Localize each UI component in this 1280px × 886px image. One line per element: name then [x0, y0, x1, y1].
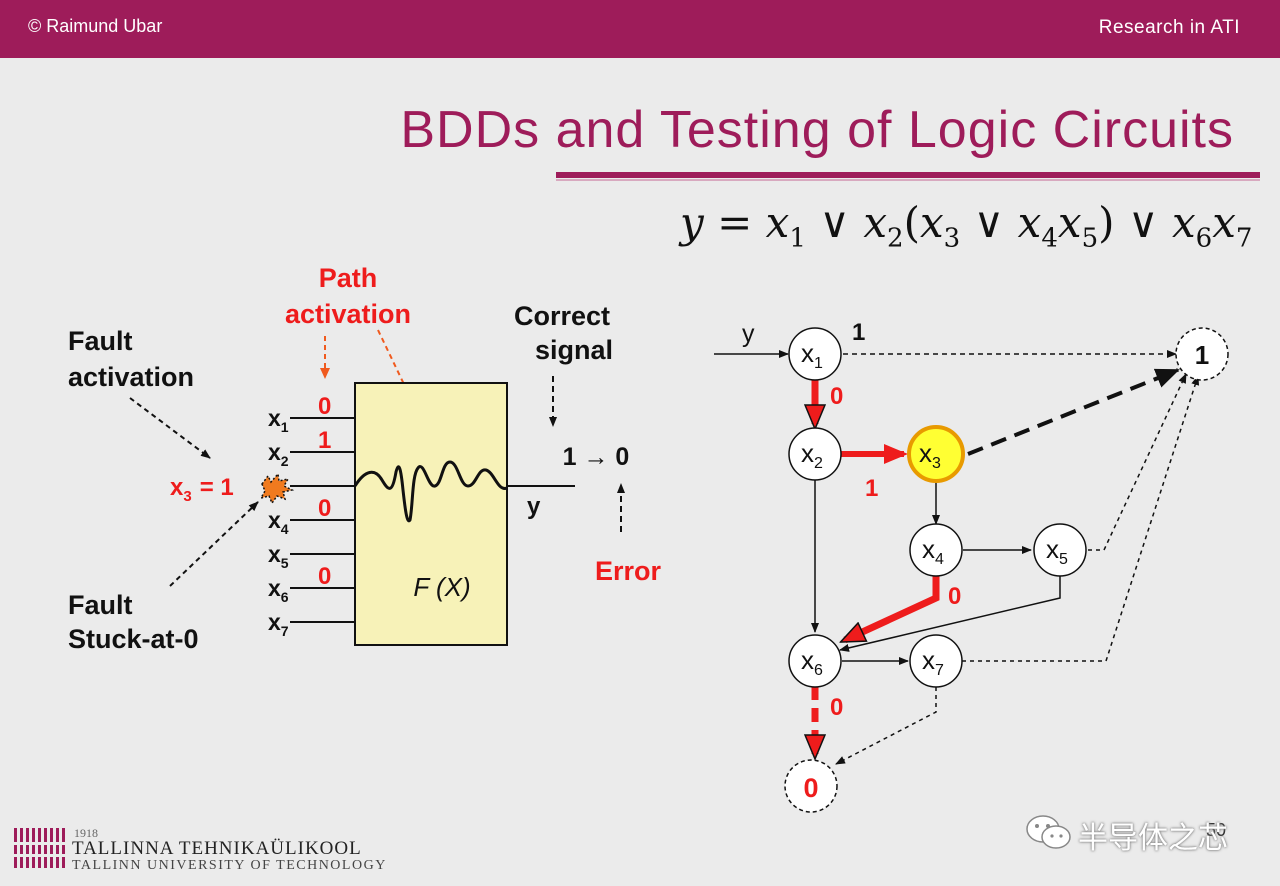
bdd-terminal-zero: 0: [784, 759, 838, 813]
university-name: TALLINNA TEHNIKAÜLIKOOL: [72, 838, 362, 859]
edge-x7-to-0: [835, 687, 937, 765]
function-block-label: F (X): [413, 572, 470, 602]
title-underline-light: [556, 179, 1260, 181]
input-value-x1: 0: [318, 393, 331, 420]
edge-label-x4-zero: 0: [948, 583, 961, 610]
boolean-formula: y = x1 ∨ x2(x3 ∨ x4x5) ∨ x6x7: [680, 198, 1253, 254]
path-activation-label-1: Path: [319, 263, 378, 293]
svg-text:x5: x5: [1046, 534, 1068, 568]
author-text: © Raimund Ubar: [28, 16, 163, 36]
university-name-en: TALLINN UNIVERSITY OF TECHNOLOGY: [72, 858, 387, 873]
input-label-x2: x2: [268, 439, 289, 469]
fault-activation-label-2: activation: [68, 362, 194, 392]
bdd-node-x3: x3: [907, 425, 965, 483]
path-x4-to-x6: [845, 576, 940, 644]
header-right-text: Research in ATI: [1098, 17, 1240, 38]
bdd-graph: y 1 0 1 0 0 x1 x2: [714, 319, 1229, 813]
fault-stuck-label-2: Stuck-at-0: [68, 624, 199, 654]
bdd-node-x5: x5: [1033, 523, 1087, 577]
bdd-node-x7: x7: [909, 634, 963, 688]
input-label-x6: x6: [268, 575, 289, 605]
svg-text:x3: x3: [919, 438, 941, 472]
correct-signal-label-2: signal: [535, 335, 613, 365]
bdd-node-x4: x4: [909, 523, 963, 577]
correct-signal-label-1: Correct: [514, 301, 610, 331]
input-label-x4: x4: [268, 507, 289, 537]
fault-input-label: x3= 1: [170, 474, 234, 505]
header-bar: [0, 0, 1280, 58]
edge-label-x1-zero: 0: [830, 383, 843, 410]
bdd-node-x1: x1: [788, 327, 842, 381]
input-label-x1: x1: [268, 405, 289, 435]
input-value-x2: 1: [318, 427, 331, 454]
edge-x7-to-1: [962, 375, 1200, 662]
title-underline: [556, 172, 1260, 178]
edge-label-x6-zero: 0: [830, 694, 843, 721]
slide-title: BDDs and Testing of Logic Circuits: [400, 101, 1234, 159]
edge-label-x1-one: 1: [852, 319, 865, 346]
svg-text:x6: x6: [801, 645, 823, 679]
edge-x5-to-1: [1088, 373, 1187, 551]
bdd-node-x6: x6: [788, 634, 842, 688]
svg-text:x7: x7: [922, 645, 944, 679]
input-label-x5: x5: [268, 541, 289, 571]
output-label: y: [527, 493, 541, 520]
fault-activation-arrow: [129, 397, 211, 459]
watermark-text: 半导体之芯: [1078, 821, 1228, 856]
circuit-diagram: Path activation Fault activation Fault S…: [68, 263, 662, 654]
university-year: 1918: [74, 826, 98, 840]
path-activation-label-2: activation: [285, 299, 411, 329]
transition-value: 1 → 0: [563, 443, 630, 471]
fault-activation-label-1: Fault: [68, 326, 133, 356]
input-label-x7: x7: [268, 609, 289, 639]
input-value-x4: 0: [318, 495, 331, 522]
fault-stuck-arrow: [169, 501, 259, 587]
edge-label-x2-one: 1: [865, 475, 878, 502]
fault-stuck-label-1: Fault: [68, 590, 133, 620]
svg-text:x1: x1: [801, 338, 823, 372]
svg-text:x2: x2: [801, 438, 823, 472]
edge-x5-to-x6: [839, 576, 1061, 652]
svg-text:x4: x4: [922, 534, 944, 568]
bdd-node-x2: x2: [788, 427, 842, 481]
error-label: Error: [595, 556, 662, 586]
wechat-icon: [1026, 815, 1071, 849]
input-value-x6: 0: [318, 563, 331, 590]
fault-burst-icon: [259, 472, 295, 505]
edge-x3-to-1: [967, 368, 1180, 456]
bdd-entry-label: y: [742, 320, 755, 348]
page-number: 50: [1206, 820, 1227, 840]
university-logo-icon: [12, 828, 68, 868]
svg-text:0: 0: [803, 773, 818, 803]
svg-text:1: 1: [1195, 340, 1209, 370]
signal-wave: [353, 460, 508, 523]
bdd-terminal-one: 1: [1175, 327, 1229, 381]
function-block: [354, 382, 508, 646]
